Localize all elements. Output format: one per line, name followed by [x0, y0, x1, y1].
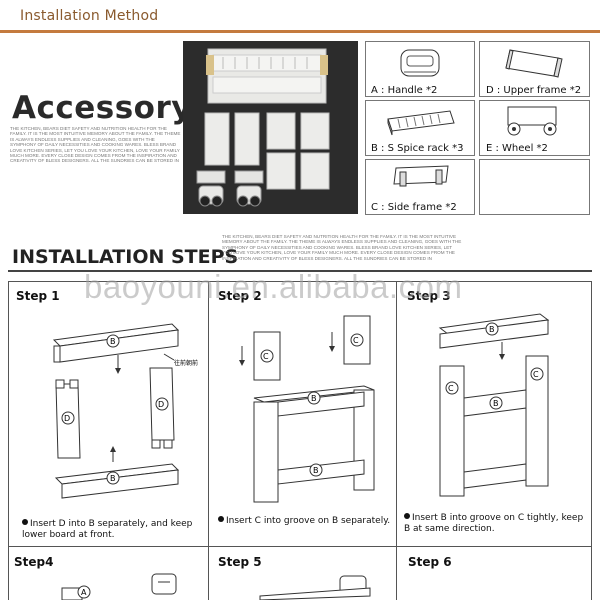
step-1-diagram: B 往前朝前 D D B	[52, 323, 198, 499]
svg-text:C: C	[353, 336, 359, 345]
part-label-handle: A : Handle *2	[371, 85, 438, 96]
part-label-spice-rack: B : S Spice rack *3	[371, 143, 464, 154]
part-cell-spice-rack: B : S Spice rack *3	[365, 100, 475, 156]
step-5-diagram	[259, 575, 371, 600]
step-1-bullet	[22, 519, 28, 525]
svg-text:B: B	[493, 399, 499, 408]
part-cell-empty	[479, 159, 590, 215]
step-3-note: Insert B into groove on C tightly, keep …	[404, 513, 590, 535]
svg-text:A: A	[81, 588, 87, 597]
step-3-title: Step 3	[407, 289, 451, 303]
step-2-title: Step 2	[218, 289, 262, 303]
page-header: Installation Method	[0, 0, 600, 36]
accessory-parts-grid: A : Handle *2 D : Upper frame *2 B : S S…	[365, 41, 590, 215]
side-frame-icon	[393, 165, 449, 187]
steps-row-divider	[8, 546, 592, 547]
step-3-diagram: B C C B	[438, 313, 550, 497]
accessory-title: Accessory	[12, 90, 192, 126]
svg-text:B: B	[311, 394, 317, 403]
svg-text:D: D	[64, 414, 70, 423]
step-5-title: Step 5	[218, 555, 262, 569]
svg-text:C: C	[263, 352, 269, 361]
step-2-bullet	[218, 516, 224, 522]
step-4-diagram: A	[61, 573, 177, 600]
wheel-icon	[507, 106, 557, 136]
steps-column-divider-1	[208, 282, 209, 600]
svg-text:B: B	[110, 337, 116, 346]
step-1-callout: 往前朝前	[174, 359, 198, 367]
part-cell-upper-frame: D : Upper frame *2	[479, 41, 590, 97]
svg-text:B: B	[489, 325, 495, 334]
svg-text:B: B	[110, 474, 116, 483]
accessory-photo-image	[183, 41, 358, 214]
svg-text:C: C	[448, 384, 454, 393]
step-2-note-text: Insert C into groove on B separately.	[226, 516, 391, 526]
step-4-title: Step4	[14, 555, 54, 569]
step-1-note-text: Insert D into B separately, and keep low…	[22, 519, 193, 540]
upper-frame-icon	[505, 49, 563, 78]
spice-rack-icon	[387, 110, 455, 136]
watermark: baoyouni.en.alibaba.com	[84, 268, 463, 305]
installation-title: INSTALLATION STEPS	[12, 246, 239, 268]
step-3-note-text: Insert B into groove on C tightly, keep …	[404, 513, 584, 534]
part-label-upper-frame: D : Upper frame *2	[486, 85, 582, 96]
step-3-bullet	[404, 513, 410, 519]
svg-text:C: C	[533, 370, 539, 379]
accessory-description: THE KITCHEN, BEARS DIET SAFETY AND NUTRI…	[10, 126, 181, 164]
part-cell-handle: A : Handle *2	[365, 41, 475, 97]
handle-icon	[400, 49, 440, 77]
step-6-title: Step 6	[408, 555, 452, 569]
installation-divider	[8, 270, 592, 272]
part-cell-side-frame: C : Side frame *2	[365, 159, 475, 215]
accessory-photo	[183, 41, 358, 214]
installation-description: THE KITCHEN, BEARS DIET SAFETY AND NUTRI…	[222, 234, 462, 261]
step-2-diagram: C C B B	[239, 315, 375, 503]
header-divider	[0, 30, 600, 33]
step-2-note: Insert C into groove on B separately.	[218, 516, 396, 527]
part-label-side-frame: C : Side frame *2	[371, 202, 457, 213]
step-1-title: Step 1	[16, 289, 60, 303]
steps-grid	[8, 281, 592, 600]
svg-text:D: D	[158, 400, 164, 409]
steps-column-divider-2	[396, 282, 397, 600]
step-1-note: Insert D into B separately, and keep low…	[22, 519, 206, 541]
part-label-wheel: E : Wheel *2	[486, 143, 548, 154]
part-cell-wheel: E : Wheel *2	[479, 100, 590, 156]
svg-text:B: B	[313, 466, 319, 475]
header-title: Installation Method	[20, 8, 159, 24]
